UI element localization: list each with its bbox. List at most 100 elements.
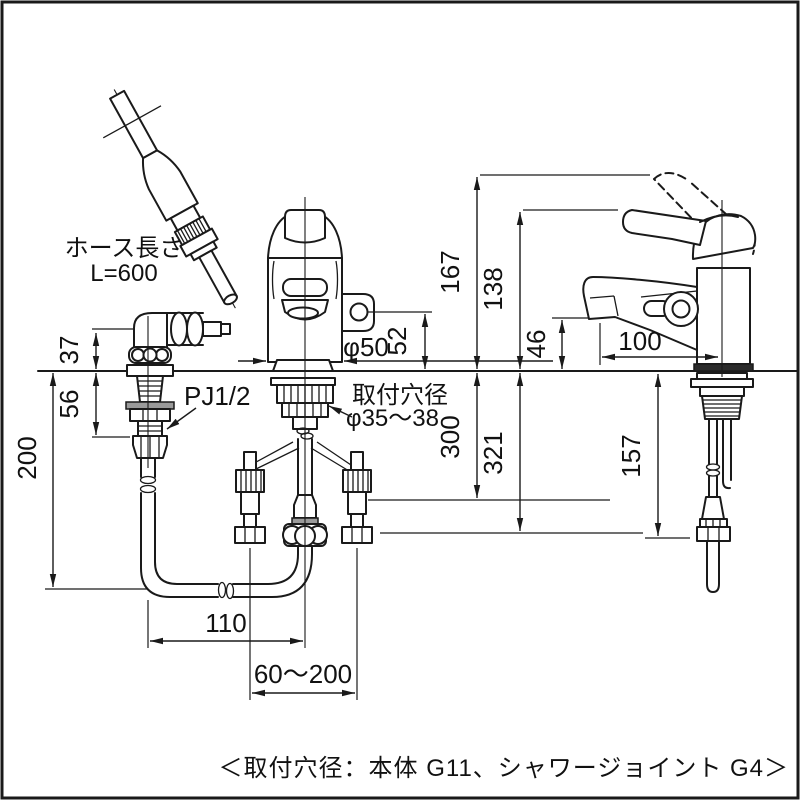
valve-hex-nut (234, 526, 266, 544)
elbow-hex-nut (129, 408, 171, 422)
elbow-outlet-stub (202, 321, 222, 337)
mount-hole-leader (328, 405, 353, 418)
elbow-body (133, 312, 168, 349)
valve-stub (350, 451, 364, 471)
front-body-contours (271, 260, 339, 300)
lever-cap-seam (699, 214, 739, 223)
check-valve-right (341, 451, 373, 544)
side-body (696, 267, 751, 365)
side-under-counter (690, 372, 754, 594)
dim-157-label: 157 (616, 434, 646, 477)
dim-52-label: 52 (382, 327, 412, 356)
lever-raised-dashed (653, 172, 756, 255)
dim-138-label: 138 (478, 267, 508, 310)
joint-cut-mark (102, 105, 162, 139)
elbow-counter-flange (126, 364, 174, 377)
diverter-knob-center (671, 299, 691, 319)
dim-100-label: 100 (618, 326, 661, 356)
flexible-hose (139, 457, 313, 600)
dim-200-label: 200 (12, 436, 42, 479)
hose-length-value: L=600 (90, 260, 157, 287)
front-aerator (287, 306, 319, 320)
valve-neck (350, 513, 364, 528)
valve-knurl-nut (235, 469, 265, 493)
hose-outer-line (140, 457, 313, 598)
mount-hole-label-2: φ35〜38 (346, 405, 439, 432)
pipe-break-2 (300, 432, 314, 440)
valve-knurl-ribs (240, 470, 262, 492)
side-spacer (699, 386, 745, 397)
elbow-flange-lobe-left (131, 348, 145, 362)
dimension-annotations: 37 56 200 PJ1/2 110 60〜200 φ50 52 取付穴径 φ… (12, 174, 718, 700)
front-under-counter (246, 377, 355, 547)
dim-321-label: 321 (478, 431, 508, 474)
side-washer-2 (690, 378, 754, 388)
valve-body (347, 491, 367, 515)
shower-joint-detail (102, 89, 238, 309)
elbow-washer (125, 401, 175, 410)
valve-neck (243, 513, 257, 528)
dim-phi50-label: φ50 (343, 332, 389, 362)
elbow-coupling-facets (140, 437, 160, 458)
valve-body (240, 491, 260, 515)
side-spout-seams (589, 290, 698, 317)
elbow-thread-upper (136, 375, 164, 403)
side-hose-sleeve (701, 496, 725, 520)
elbow-thread-lower-lines (139, 425, 161, 432)
elbow-flange-lobe-right (155, 348, 169, 362)
hose-inner-line (154, 457, 299, 585)
mount-washer (270, 377, 336, 386)
hose-break-upper-1 (139, 475, 157, 485)
dim-56-label: 56 (54, 390, 84, 419)
joint-body (141, 149, 199, 222)
faucet-side-view (582, 172, 757, 372)
joint-tube-end (223, 293, 238, 306)
hose-break-lower-1 (217, 581, 227, 599)
side-hex-fitting (696, 526, 731, 542)
pipe-thread-label: PJ1/2 (184, 381, 251, 411)
elbow-outlet-tip (220, 323, 231, 335)
elbow-thread-lower (137, 420, 163, 437)
dim-46-label: 46 (521, 330, 551, 359)
valve-knurl-nut (342, 469, 372, 493)
bracket-hole (349, 302, 369, 322)
hose-break-lower-2 (225, 582, 235, 600)
dim-pitch-label: 60〜200 (254, 659, 352, 689)
elbow-nut-ring-1 (170, 311, 188, 347)
pipe-thread-leader (166, 407, 197, 430)
elbow-flange-lobe-center (142, 347, 158, 363)
side-lever (622, 209, 707, 246)
dim-300-label: 300 (435, 415, 465, 458)
valve-hex-nut (341, 526, 373, 544)
side-pipe-left (708, 418, 718, 498)
elbow-nut-ring-2 (186, 311, 204, 347)
joint-knurl-ribs (176, 218, 207, 244)
front-base-escutcheon (272, 359, 334, 372)
elbow-thread-lines (138, 380, 162, 397)
valve-stub (243, 451, 257, 471)
hose-length-label: ホース長さ (65, 235, 184, 262)
drawing-caption: ＜取付穴径：本体 G11、シャワージョイント G4＞ (219, 755, 789, 782)
side-hose-tail (706, 540, 720, 594)
side-collar-ribs (705, 519, 721, 527)
side-base-plate (693, 363, 754, 372)
side-pipe-right (722, 418, 732, 490)
joint-upper-tube (109, 89, 159, 160)
dim-167-label: 167 (435, 250, 465, 293)
check-valve-left (234, 451, 266, 544)
branch-pipes (246, 441, 355, 472)
valve-hex-facets (244, 527, 256, 543)
dim-37-label: 37 (54, 336, 84, 365)
side-spout (582, 276, 698, 351)
valve-knurl-ribs (347, 470, 369, 492)
dim-110-label: 110 (205, 608, 246, 638)
side-hex-facets (707, 527, 720, 541)
side-pipe-break-2 (705, 469, 721, 477)
hose-break-upper-2 (139, 484, 157, 494)
side-thread-lines (703, 399, 741, 417)
side-pipe-break-1 (705, 463, 721, 471)
mount-hole-label-1: 取付穴径 (352, 382, 448, 409)
elbow-assembly (125, 311, 231, 468)
